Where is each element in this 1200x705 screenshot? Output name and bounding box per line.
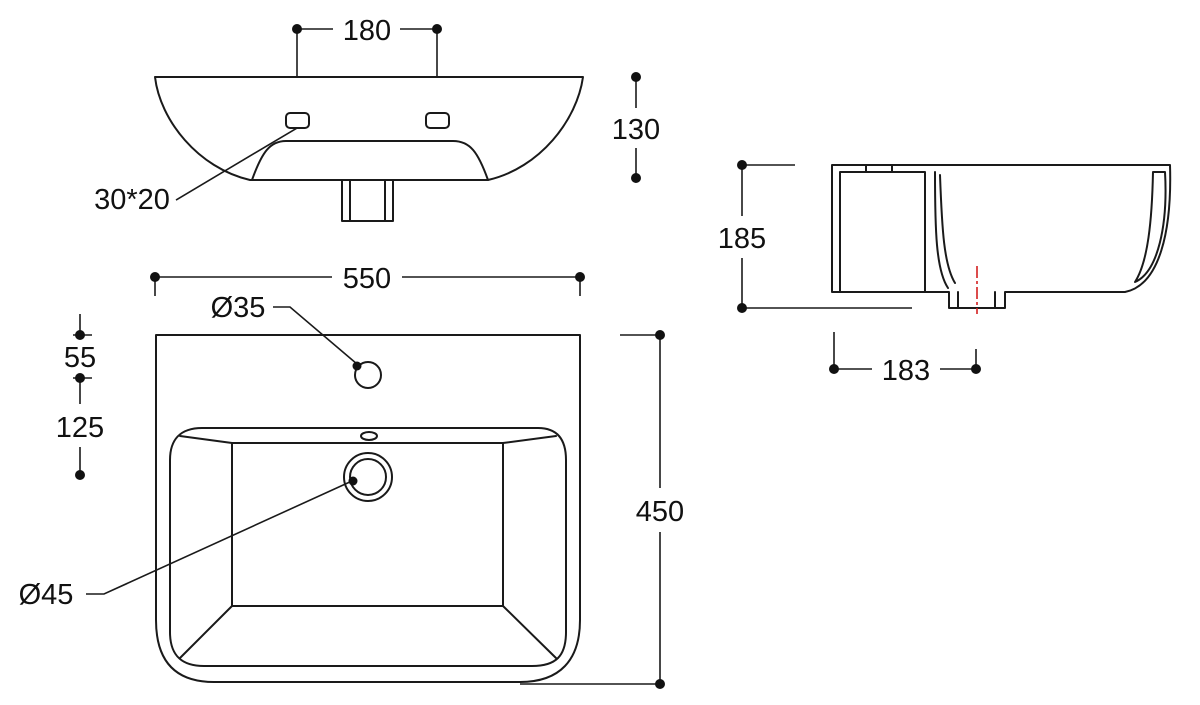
dim-183-label: 183 [882, 355, 930, 387]
dim-waste-label: Ø45 [19, 579, 74, 611]
tap-hole [354, 361, 382, 389]
dim-183-dot-left [829, 364, 839, 374]
dim-180-dot-left [292, 24, 302, 34]
dim-450-dot-bottom [655, 679, 665, 689]
dim-55-label: 55 [64, 342, 96, 374]
dim-tap-hole-label: Ø35 [211, 292, 266, 324]
dim-130-label: 130 [612, 114, 660, 146]
fixing-slot-left [285, 112, 310, 129]
dim-185-label: 185 [718, 223, 766, 255]
dim-550-dot-left [150, 272, 160, 282]
overflow-hole [360, 431, 378, 441]
basin-front-outline [154, 76, 584, 181]
dim-waste-leader [86, 480, 353, 595]
top-view: 180 130 30*20 [94, 15, 660, 222]
side-bowl-inner [934, 171, 949, 289]
dim-550-label: 550 [343, 263, 391, 295]
fixing-slot-right [425, 112, 450, 129]
waste-inner-ring [349, 458, 387, 496]
dim-125-dot-bottom [75, 470, 85, 480]
dim-55-dot-bottom [75, 373, 85, 383]
dim-450-dot-top [655, 330, 665, 340]
dim-185-dot-top [737, 160, 747, 170]
dim-slot-label: 30*20 [94, 184, 170, 216]
dim-183-dot-right [971, 364, 981, 374]
bowl-corner-br [502, 605, 557, 659]
waste-outer-ring [343, 452, 393, 502]
plan-view: 550 Ø35 Ø45 55 125 450 [19, 263, 684, 689]
basin-inner-bowl [251, 140, 489, 181]
bowl-corner-tr [502, 435, 557, 444]
dim-180-label: 180 [343, 15, 391, 47]
side-section-view: 185 183 [718, 160, 1172, 387]
side-outer-outline [831, 164, 1172, 309]
dim-450-label: 450 [636, 496, 684, 528]
dim-130-dot-top [631, 72, 641, 82]
bowl-corner-tl [179, 435, 233, 444]
dim-180-dot-right [432, 24, 442, 34]
dim-tap-hole-leader [273, 306, 358, 365]
side-wall-back [839, 171, 926, 293]
dim-55-dot-top [75, 330, 85, 340]
waste-outlet-body [341, 179, 394, 222]
dim-185-dot-bottom [737, 303, 747, 313]
dim-550-dot-right [575, 272, 585, 282]
dim-tap-hole-leader-dot [352, 361, 362, 371]
dim-125-label: 125 [56, 412, 104, 444]
dim-waste-leader-dot [348, 476, 358, 486]
dim-130-dot-bottom [631, 173, 641, 183]
side-front-wall [1134, 171, 1167, 283]
bowl-corner-bl [179, 605, 233, 659]
dim-slot-leader [175, 127, 298, 201]
basin-plan-rim-inner [169, 427, 567, 667]
side-bowl-inner-2 [939, 174, 956, 284]
basin-plan-outline [155, 334, 581, 683]
basin-plan-bowl-floor [231, 442, 504, 607]
